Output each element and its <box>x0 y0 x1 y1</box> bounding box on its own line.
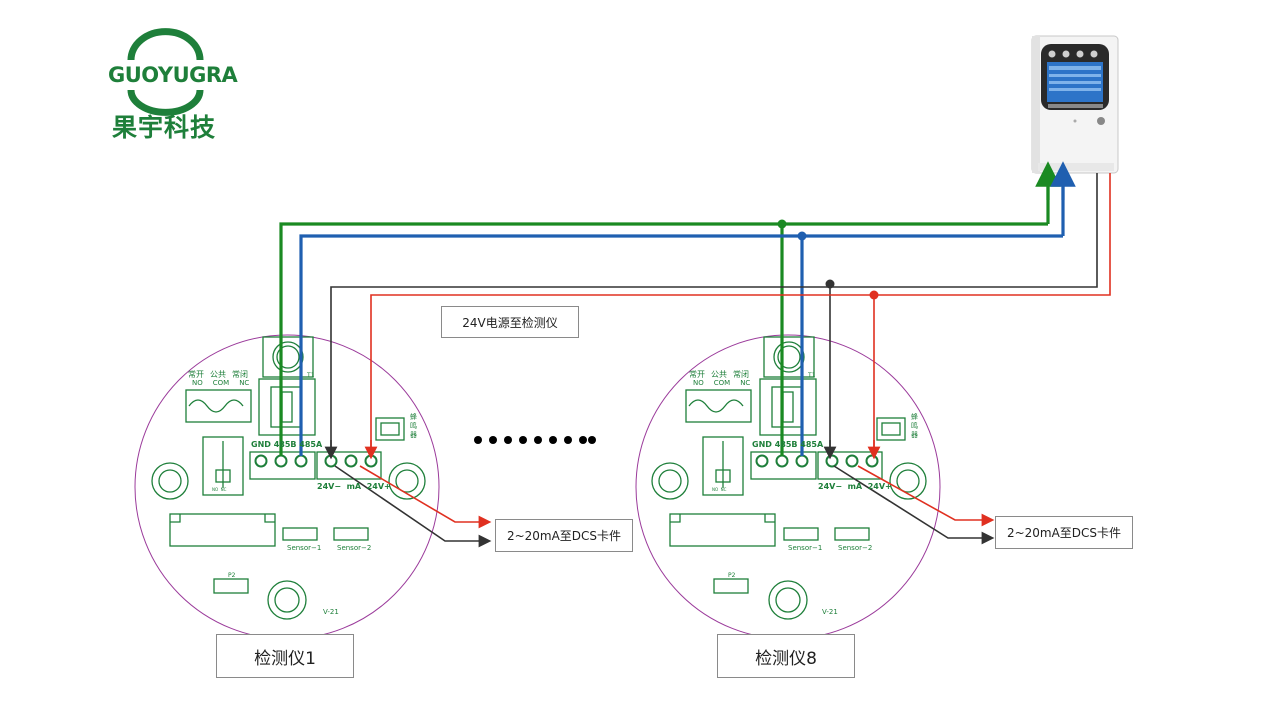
board1-relay-cn: 常开公共常闭 <box>188 370 248 379</box>
brand-logo-mark <box>127 28 204 116</box>
wire-ma-out-1-red <box>359 465 492 529</box>
dcs-box-1: 2~20mA至DCS卡件 <box>495 519 633 552</box>
board8-p2-label: P2 <box>728 572 736 579</box>
board8-nonc-label: NO NC <box>712 487 727 492</box>
wire-ma-out-1-black <box>334 465 492 548</box>
board8-buzzer-label: 蜂鸣器 <box>911 413 918 439</box>
detector-board-1 <box>134 334 440 640</box>
wire-ma-out-8-red <box>857 465 995 527</box>
board1-p2-label: P2 <box>228 572 236 579</box>
board1-version-label: V-21 <box>323 608 339 616</box>
board8-sensor2-label: Sensor−2 <box>838 544 873 552</box>
board1-t1-label: T1 <box>307 372 315 379</box>
board1-sensor2-label: Sensor−2 <box>337 544 372 552</box>
board8-power-label: 24V− mA 24V+ <box>818 482 892 491</box>
wire-24v-plus-red <box>370 173 1111 452</box>
detector-8-label: 检测仪8 <box>717 634 855 678</box>
board1-buzzer-label: 蜂鸣器 <box>410 413 417 439</box>
power-note-box: 24V电源至检测仪 <box>441 306 579 338</box>
dcs-box-8: 2~20mA至DCS卡件 <box>995 516 1133 549</box>
board8-t1-label: T1 <box>808 372 816 379</box>
detector-1-label: 检测仪1 <box>216 634 354 678</box>
board1-power-label: 24V− mA 24V+ <box>317 482 391 491</box>
board8-relay-cn: 常开公共常闭 <box>689 370 749 379</box>
brand-chinese: 果宇科技 <box>112 113 217 142</box>
wire-ma-out-8-black <box>833 465 995 545</box>
board8-sensor1-label: Sensor−1 <box>788 544 823 552</box>
board8-version-label: V-21 <box>822 608 838 616</box>
board1-comm-label: GND 485B 485A <box>251 440 323 449</box>
board1-nonc-label: NO NC <box>212 487 227 492</box>
board8-comm-label: GND 485B 485A <box>752 440 824 449</box>
wire-24v-minus-black <box>330 173 1098 452</box>
controller-device <box>1031 35 1119 174</box>
board1-sensor1-label: Sensor−1 <box>287 544 322 552</box>
detector-board-8 <box>635 334 941 640</box>
brand-latin: GUOYUGRA <box>108 63 238 87</box>
ellipsis-dots <box>474 436 596 444</box>
